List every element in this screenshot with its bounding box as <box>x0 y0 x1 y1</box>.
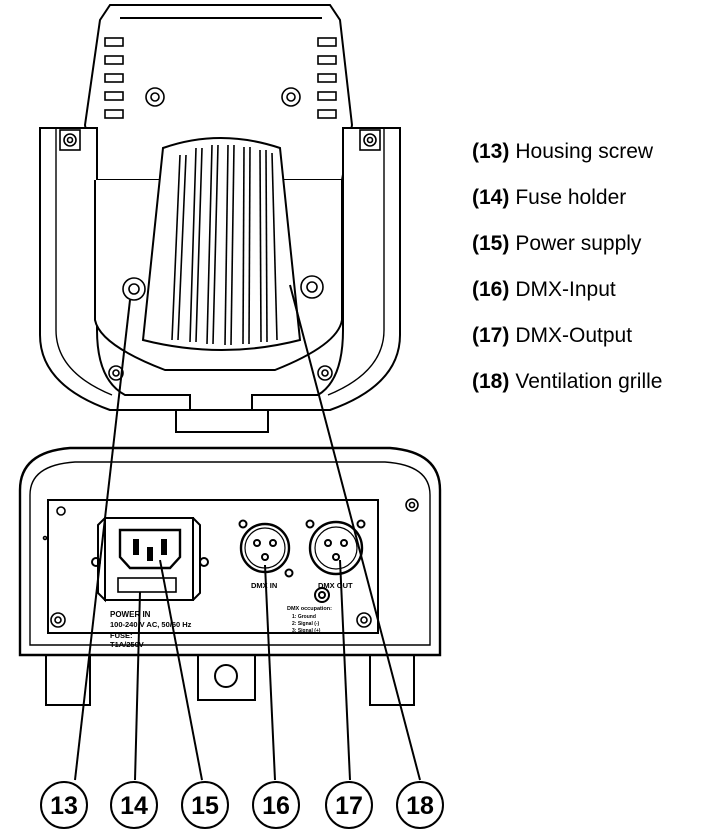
legend-item-18: (18)Ventilation grille <box>472 370 662 416</box>
legend-number: (15) <box>472 232 510 255</box>
legend-item-17: (17)DMX-Output <box>472 324 662 370</box>
mount-bracket <box>197 655 256 701</box>
yoke-lower-screws <box>108 365 333 381</box>
head-top-screws <box>145 87 301 107</box>
head-lower-body <box>94 137 343 371</box>
callout-number-17: 17 <box>335 792 363 820</box>
power-inlet <box>91 515 209 603</box>
callout-circles <box>40 781 444 829</box>
connector-panel <box>47 499 379 634</box>
ventilation-grille <box>141 137 302 351</box>
callout-number-15: 15 <box>191 792 219 820</box>
legend-item-16: (16)DMX-Input <box>472 278 662 324</box>
legend-label: Fuse holder <box>515 186 627 209</box>
dmx-out-label: DMX OUT <box>318 581 353 590</box>
legend-number: (18) <box>472 370 510 393</box>
callout-15 <box>181 781 229 829</box>
legend-number: (17) <box>472 324 510 347</box>
right-foot <box>369 655 415 706</box>
dmx-termination-jack <box>314 587 330 603</box>
callout-number-14: 14 <box>120 792 148 820</box>
legend-label: Ventilation grille <box>515 370 663 393</box>
voltage-label: 100-240 V AC, 50/60 Hz <box>110 620 192 629</box>
leader-lines <box>74 284 421 781</box>
legend-item-15: (15)Power supply <box>472 232 662 278</box>
legend-item-14: (14)Fuse holder <box>472 186 662 232</box>
dmx-pin1-label: 1: Ground <box>292 614 316 620</box>
left-foot <box>45 655 91 706</box>
legend-label: DMX-Output <box>515 324 633 347</box>
yoke-top-screws <box>59 129 381 151</box>
legend-item-13: (13)Housing screw <box>472 140 662 186</box>
legend-label: Housing screw <box>515 140 654 163</box>
callout-16 <box>252 781 300 829</box>
callout-18 <box>396 781 444 829</box>
dmx-out-connector <box>305 519 366 576</box>
fuse-label: FUSE: <box>110 631 133 640</box>
callout-number-16: 16 <box>262 792 290 820</box>
panel-screws <box>42 498 419 628</box>
legend: (13)Housing screw (14)Fuse holder (15)Po… <box>472 140 662 416</box>
callout-13 <box>40 781 88 829</box>
dmx-occupation-label: DMX occupation: <box>287 606 332 612</box>
head-housing <box>83 4 354 181</box>
fuse-holder <box>117 577 177 593</box>
legend-number: (16) <box>472 278 510 301</box>
legend-label: Power supply <box>515 232 642 255</box>
callout-14 <box>110 781 158 829</box>
power-in-label: POWER IN <box>110 610 151 619</box>
legend-number: (14) <box>472 186 510 209</box>
callout-number-13: 13 <box>50 792 78 820</box>
base <box>18 446 442 706</box>
callout-number-18: 18 <box>406 792 434 820</box>
dmx-pin3-label: 3: Signal (+) <box>292 628 321 634</box>
fuse-rating-label: T1A/250V <box>110 640 144 649</box>
legend-label: DMX-Input <box>515 278 616 301</box>
head-vent-slots <box>104 37 337 119</box>
housing-screws <box>122 275 324 301</box>
dmx-in-label: DMX IN <box>251 581 277 590</box>
legend-number: (13) <box>472 140 510 163</box>
dmx-pin2-label: 2: Signal (-) <box>292 621 320 627</box>
neck <box>175 409 269 433</box>
callout-17 <box>325 781 373 829</box>
